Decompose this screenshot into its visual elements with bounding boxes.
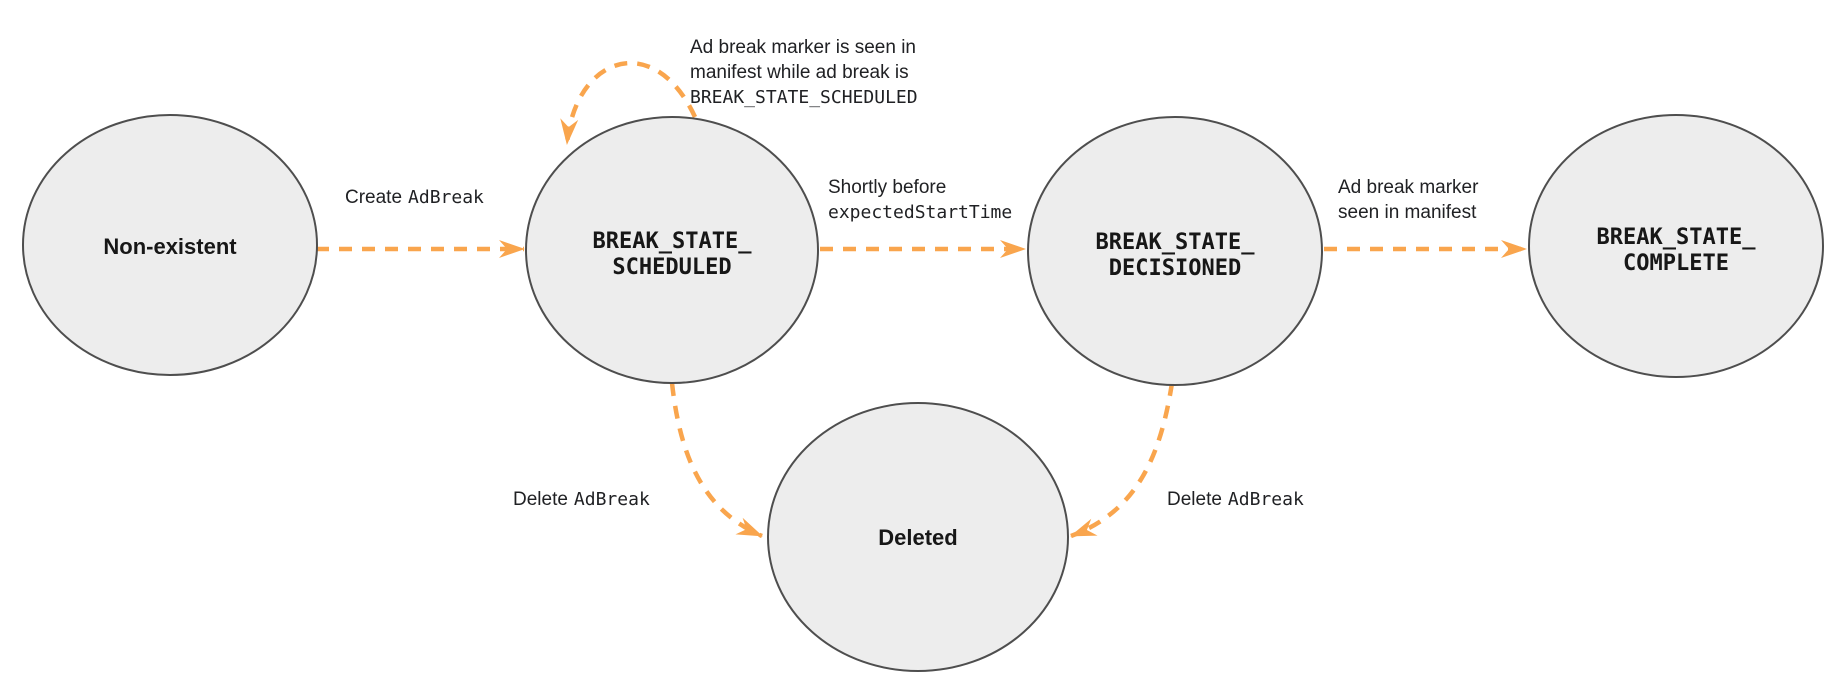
- state-node-break-state-scheduled: [525, 116, 819, 384]
- state-node-deleted: [767, 402, 1069, 672]
- node-label-deleted: Deleted: [878, 525, 957, 550]
- edge-label-delete-adbreak-left: Delete AdBreak: [513, 489, 650, 510]
- edge-label-delete-right-plain: Delete: [1167, 489, 1222, 510]
- edge-decisioned-to-deleted: [1070, 382, 1175, 539]
- edge-label-expected-start-time: expectedStartTime: [828, 202, 1012, 223]
- state-node-break-state-complete: [1528, 114, 1824, 378]
- edge-self-loop-scheduled: [560, 60, 698, 145]
- node-label-non-existent: Non-existent: [103, 234, 237, 259]
- edge-label-create-adbreak: Create AdBreak: [345, 187, 484, 208]
- edge-label-delete-left-plain: Delete: [513, 489, 568, 510]
- edge-label-marker-seen-line2: seen in manifest: [1338, 202, 1477, 223]
- node-label-decisioned-line2: DECISIONED: [1109, 256, 1241, 281]
- edge-label-marker-seen-line1: Ad break marker: [1338, 177, 1479, 198]
- edge-label-self-loop-line1: Ad break marker is seen in: [690, 37, 916, 58]
- node-label-complete-line2: COMPLETE: [1623, 251, 1729, 276]
- edge-label-self-loop-line3: BREAK_STATE_SCHEDULED: [690, 87, 918, 108]
- node-label-decisioned-line1: BREAK_STATE_: [1096, 230, 1256, 255]
- edge-label-delete-adbreak-right: Delete AdBreak: [1167, 489, 1304, 510]
- edge-label-self-loop-line2: manifest while ad break is: [690, 62, 909, 83]
- node-label-scheduled-line1: BREAK_STATE_: [593, 229, 753, 254]
- edge-label-create-code: AdBreak: [408, 187, 484, 208]
- node-label-complete-line1: BREAK_STATE_: [1597, 225, 1757, 250]
- edge-label-delete-right-code: AdBreak: [1228, 489, 1304, 510]
- edge-scheduled-to-deleted: [669, 382, 763, 539]
- edge-label-create-plain: Create: [345, 187, 402, 208]
- state-node-break-state-decisioned: [1027, 116, 1323, 386]
- state-node-non-existent: [22, 114, 318, 376]
- edge-label-shortly-before: Shortly before: [828, 177, 946, 198]
- edge-label-delete-left-code: AdBreak: [574, 489, 650, 510]
- node-label-scheduled-line2: SCHEDULED: [612, 255, 731, 280]
